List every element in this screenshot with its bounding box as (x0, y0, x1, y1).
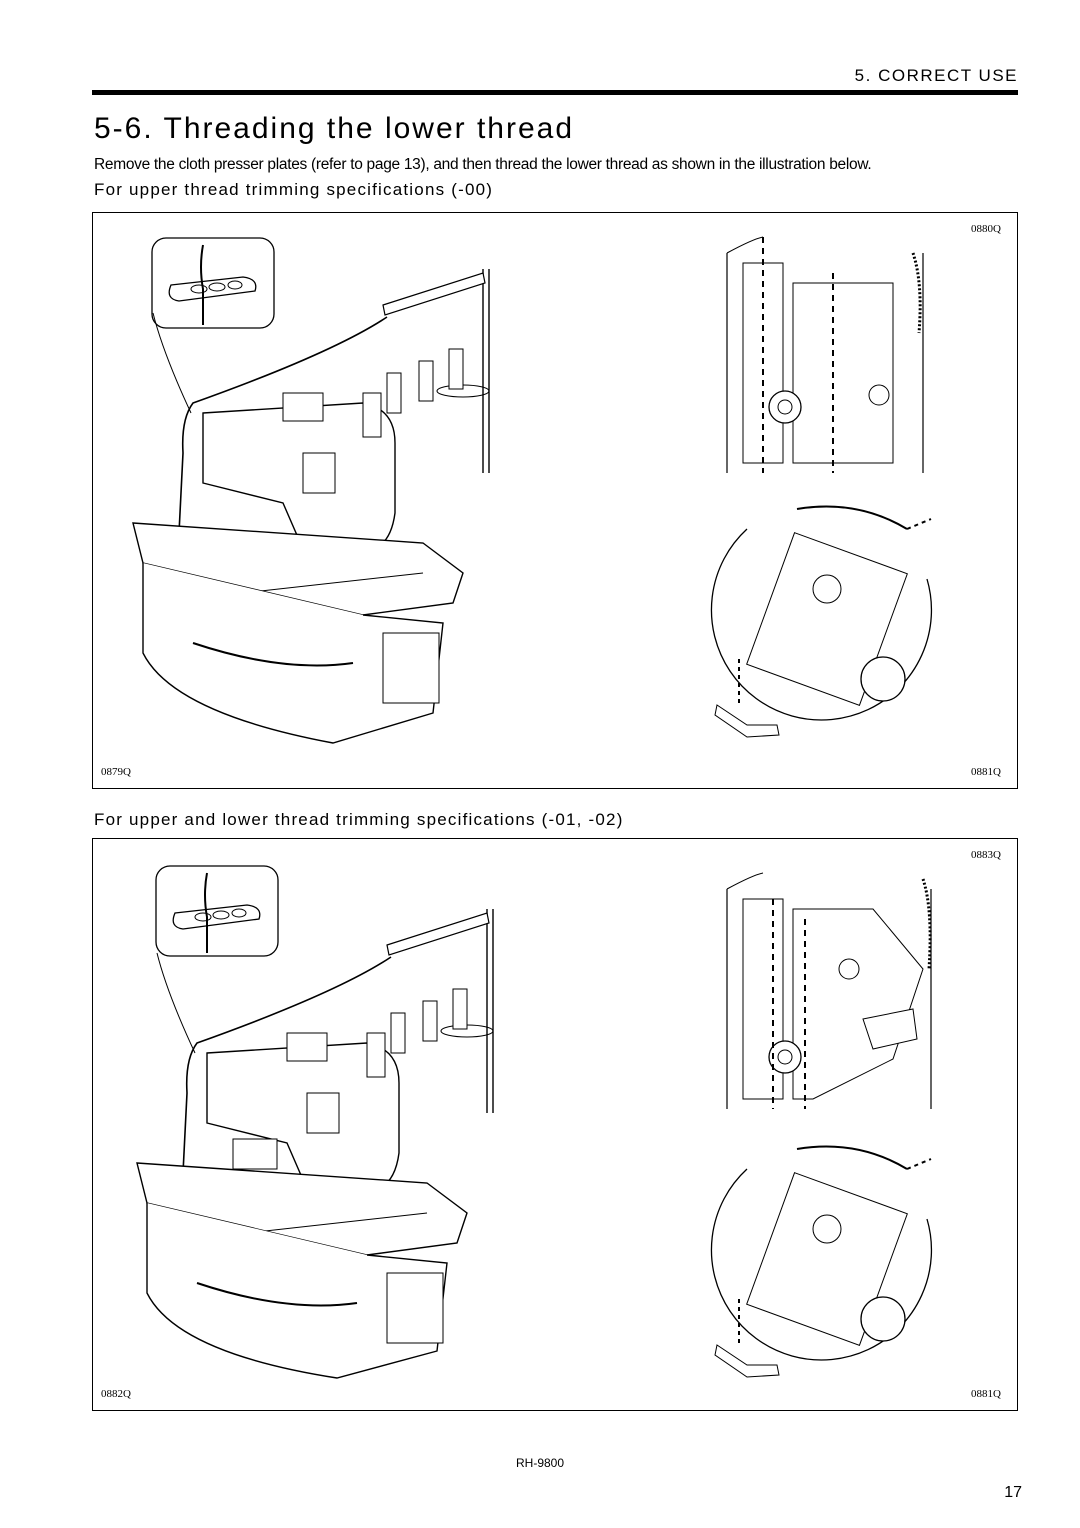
page-number: 17 (1004, 1484, 1022, 1501)
figure1-code-upper-right: 0880Q (971, 223, 1001, 235)
figure1-heading: For upper thread trimming specifications… (94, 180, 494, 199)
figure2-code-main: 0882Q (101, 1388, 131, 1400)
thread-guide-inset-illustration (151, 237, 275, 329)
bobbin-detail-illustration (707, 489, 937, 749)
page-title: 5-6. Threading the lower thread (94, 112, 575, 145)
thread-guide-inset-illustration (155, 865, 279, 957)
header-rule (92, 90, 1018, 95)
model-number: RH-9800 (515, 1456, 565, 1470)
figure1-frame: 0880Q 0879Q 0881Q (92, 212, 1018, 789)
figure1-code-main: 0879Q (101, 766, 131, 778)
bobbin-detail-illustration (707, 1129, 937, 1389)
figure1-code-lower-right: 0881Q (971, 766, 1001, 778)
section-label: 5. CORRECT USE (854, 66, 1018, 85)
figure2-code-upper-right: 0883Q (971, 849, 1001, 861)
figure2-code-lower-right: 0881Q (971, 1388, 1001, 1400)
hook-area-illustration (673, 859, 963, 1119)
figure2-frame: 0883Q 0882Q 0881Q (92, 838, 1018, 1411)
machine-illustration (133, 243, 493, 753)
machine-illustration (137, 873, 497, 1383)
figure2-heading: For upper and lower thread trimming spec… (94, 810, 624, 829)
hook-area-illustration (673, 223, 953, 483)
intro-text: Remove the cloth presser plates (refer t… (94, 156, 872, 173)
